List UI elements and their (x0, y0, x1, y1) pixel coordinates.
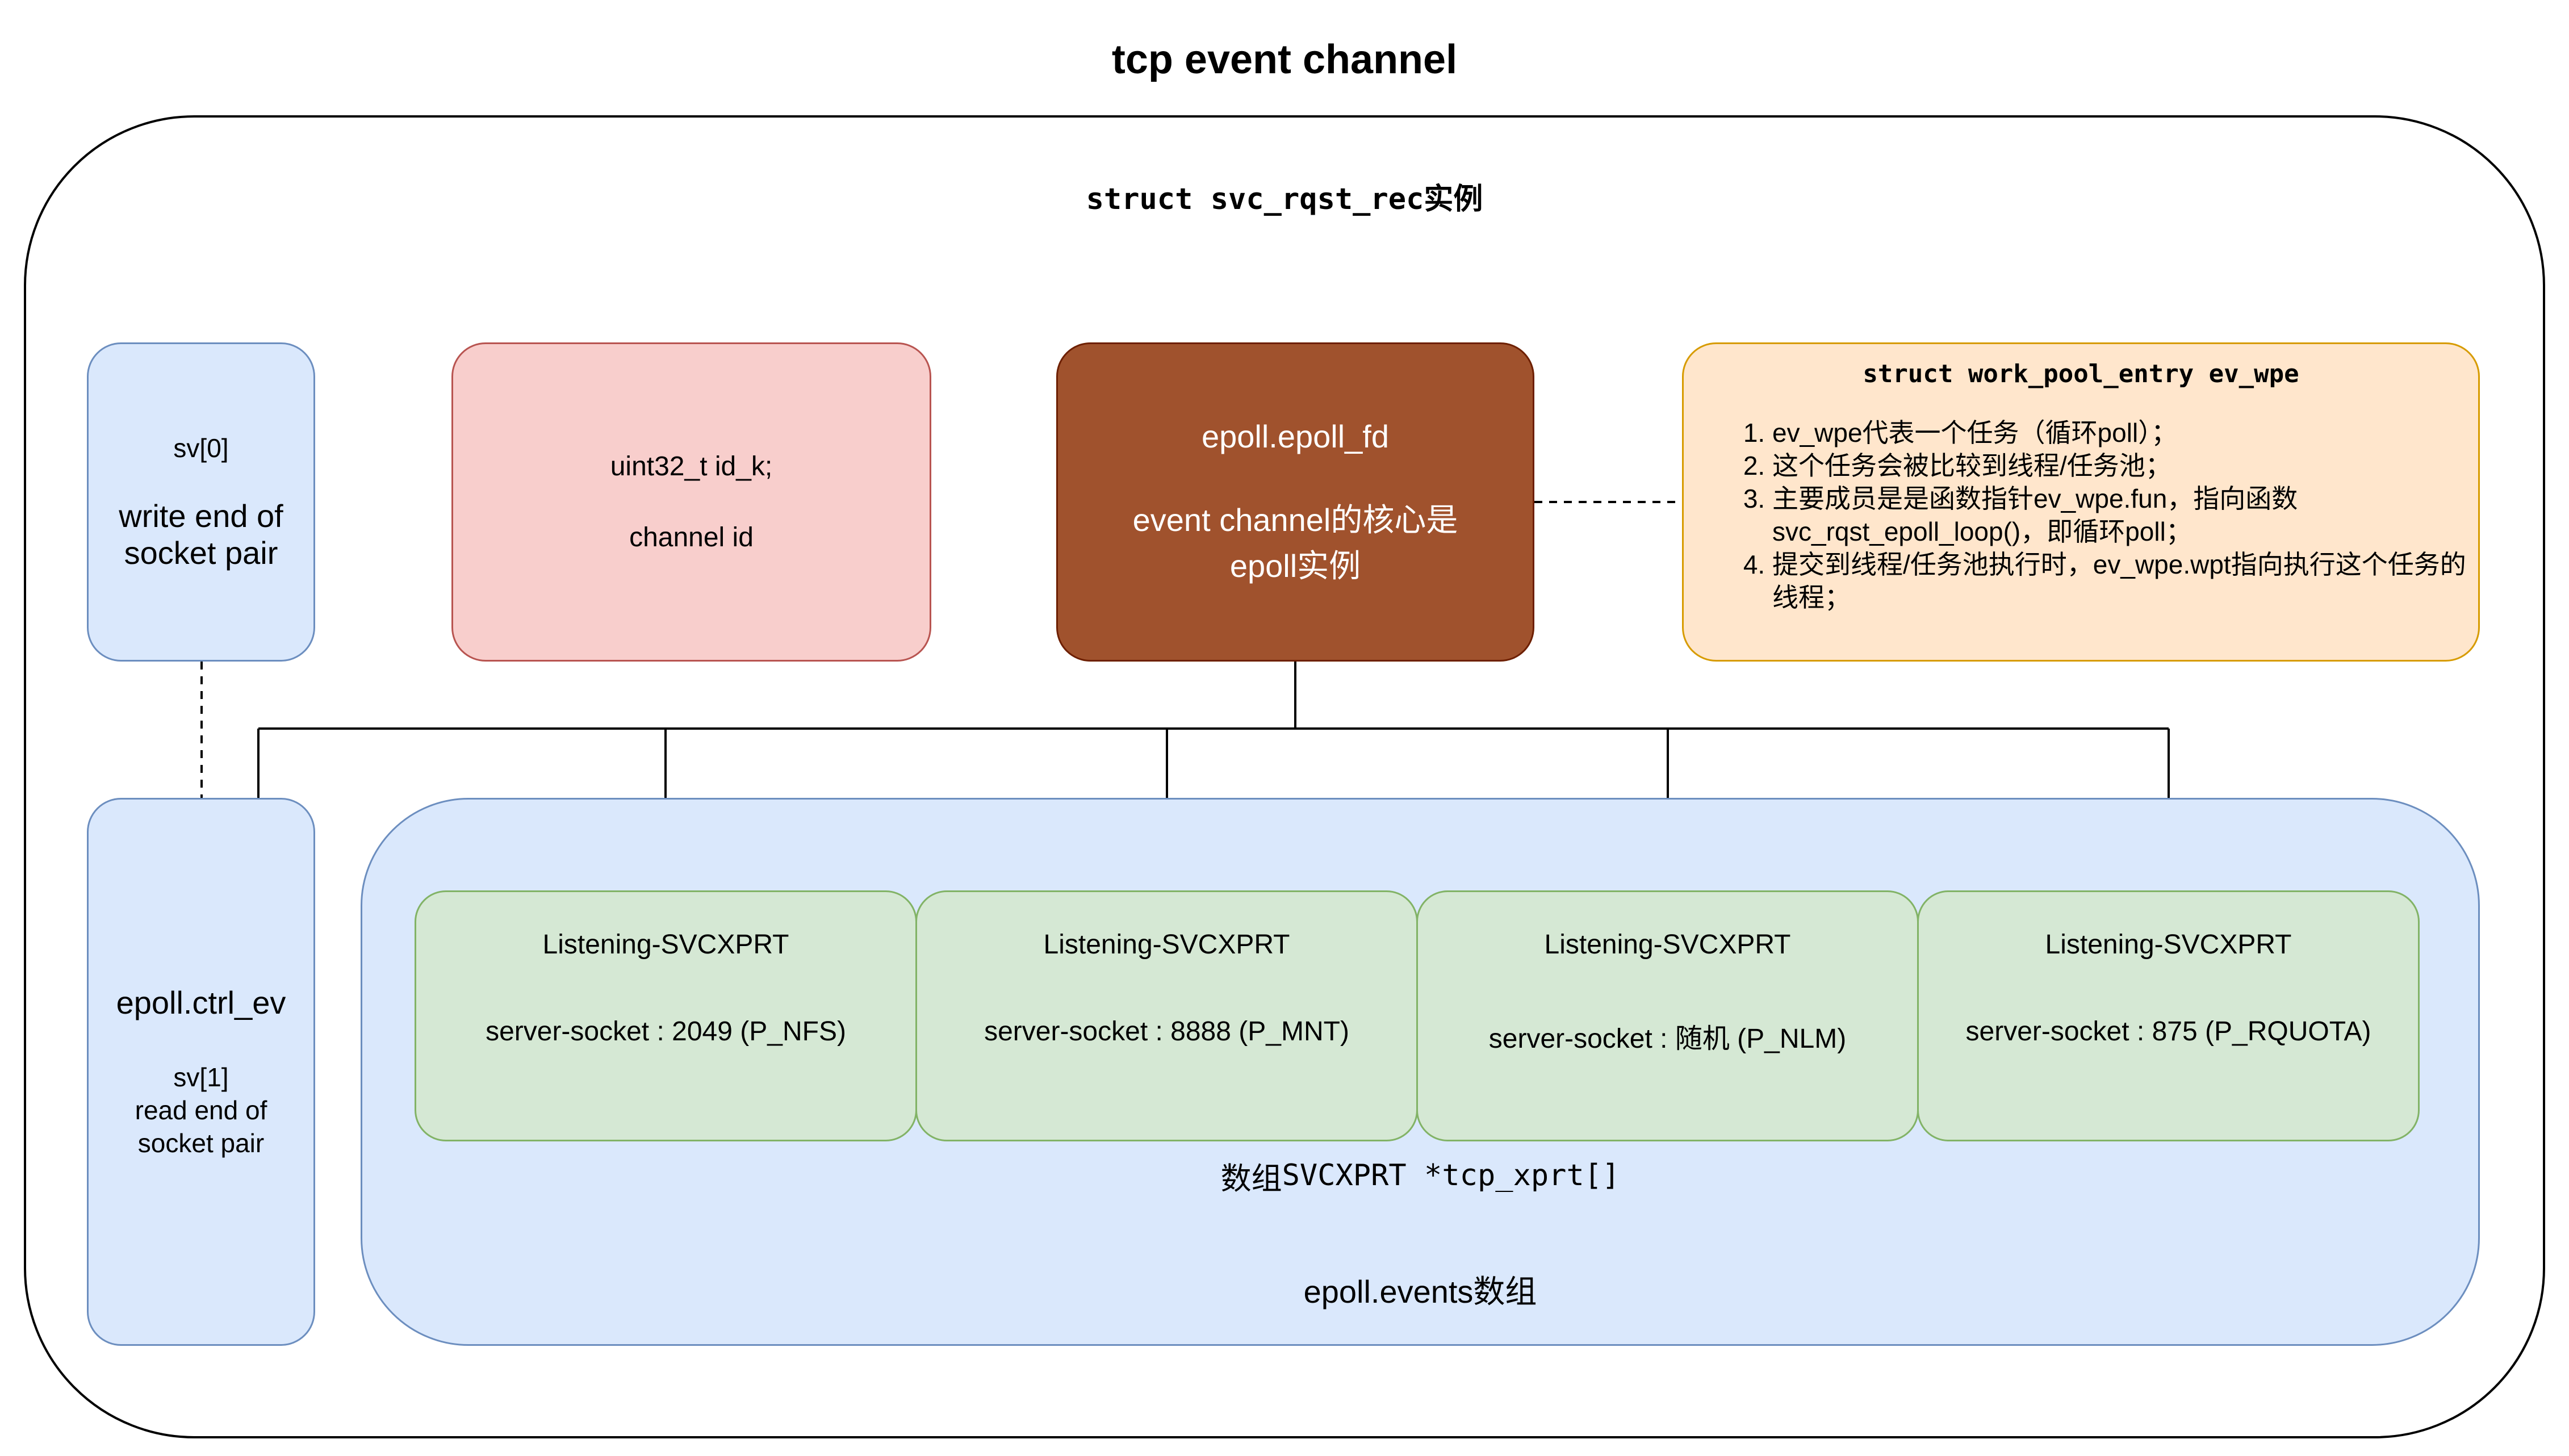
wpe-list: ev_wpe代表一个任务（循环poll）； 这个任务会被比较到线程/任务池； 主… (1740, 416, 2467, 614)
listener-node-4: Listening-SVCXPRT server-socket : 875 (P… (1917, 890, 2420, 1141)
epoll-fd-desc-line1: event channel的核心是 (1132, 501, 1458, 538)
ctrl-ev-node: epoll.ctrl_ev sv[1] read end of socket p… (87, 798, 315, 1346)
wpe-item-4: 提交到线程/任务池执行时，ev_wpe.wpt指向执行这个任务的线程； (1772, 548, 2467, 614)
ctrl-ev-sub-line1: sv[1] (173, 1062, 229, 1092)
wpe-item-2: 这个任务会被比较到线程/任务池； (1772, 449, 2467, 482)
diagram-title: tcp event channel (1111, 37, 1458, 82)
wpe-item-1: ev_wpe代表一个任务（循环poll）； (1772, 416, 2467, 449)
epoll-fd-node: epoll.epoll_fd event channel的核心是 epoll实例 (1056, 342, 1534, 662)
ctrl-ev-sub-line3: socket pair (137, 1128, 265, 1158)
listener-title: Listening-SVCXPRT (2045, 930, 2292, 960)
sv0-desc-line1: write end of (119, 498, 283, 534)
listener-socket: server-socket : 随机 (P_NLM) (1488, 1024, 1847, 1054)
listener-socket: server-socket : 2049 (P_NFS) (486, 1016, 846, 1047)
sv0-desc-line2: socket pair (124, 535, 278, 571)
listener-title: Listening-SVCXPRT (1043, 930, 1290, 960)
listener-node-1: Listening-SVCXPRT server-socket : 2049 (… (415, 890, 917, 1141)
ctrl-ev-sub: sv[1] read end of socket pair (135, 1061, 267, 1160)
epoll-fd-name: epoll.epoll_fd (1201, 418, 1390, 454)
ctrl-ev-name: epoll.ctrl_ev (116, 985, 286, 1020)
id-k-node: uint32_t id_k; channel id (451, 342, 931, 662)
sv0-node: sv[0] write end of socket pair (87, 342, 315, 662)
struct-label: struct svc_rqst_rec实例 (1086, 182, 1483, 216)
xprt-array-type: SVCXPRT *tcp_xprt[] (1282, 1158, 1620, 1193)
wpe-title: struct work_pool_entry ev_wpe (1863, 359, 2299, 388)
work-pool-entry-node: struct work_pool_entry ev_wpe ev_wpe代表一个… (1682, 342, 2480, 662)
listener-title: Listening-SVCXPRT (542, 930, 789, 960)
listener-title: Listening-SVCXPRT (1544, 930, 1791, 960)
listener-node-2: Listening-SVCXPRT server-socket : 8888 (… (915, 890, 1418, 1141)
epoll-fd-desc-line2: epoll实例 (1229, 547, 1361, 584)
listener-socket: server-socket : 8888 (P_MNT) (984, 1016, 1349, 1047)
id-k-line1: uint32_t id_k; (610, 451, 773, 482)
ctrl-ev-sub-line2: read end of (135, 1095, 267, 1125)
listener-socket: server-socket : 875 (P_RQUOTA) (1965, 1016, 2371, 1047)
listener-node-3: Listening-SVCXPRT server-socket : 随机 (P_… (1416, 890, 1919, 1141)
sv0-name: sv[0] (173, 433, 229, 463)
xprt-array-prefix: 数组 (1220, 1161, 1282, 1196)
id-k-line2: channel id (629, 522, 754, 553)
wpe-item-3: 主要成员是是函数指针ev_wpe.fun，指向函数svc_rqst_epoll_… (1772, 482, 2467, 548)
epoll-events-label: epoll.events数组 (1303, 1273, 1537, 1309)
